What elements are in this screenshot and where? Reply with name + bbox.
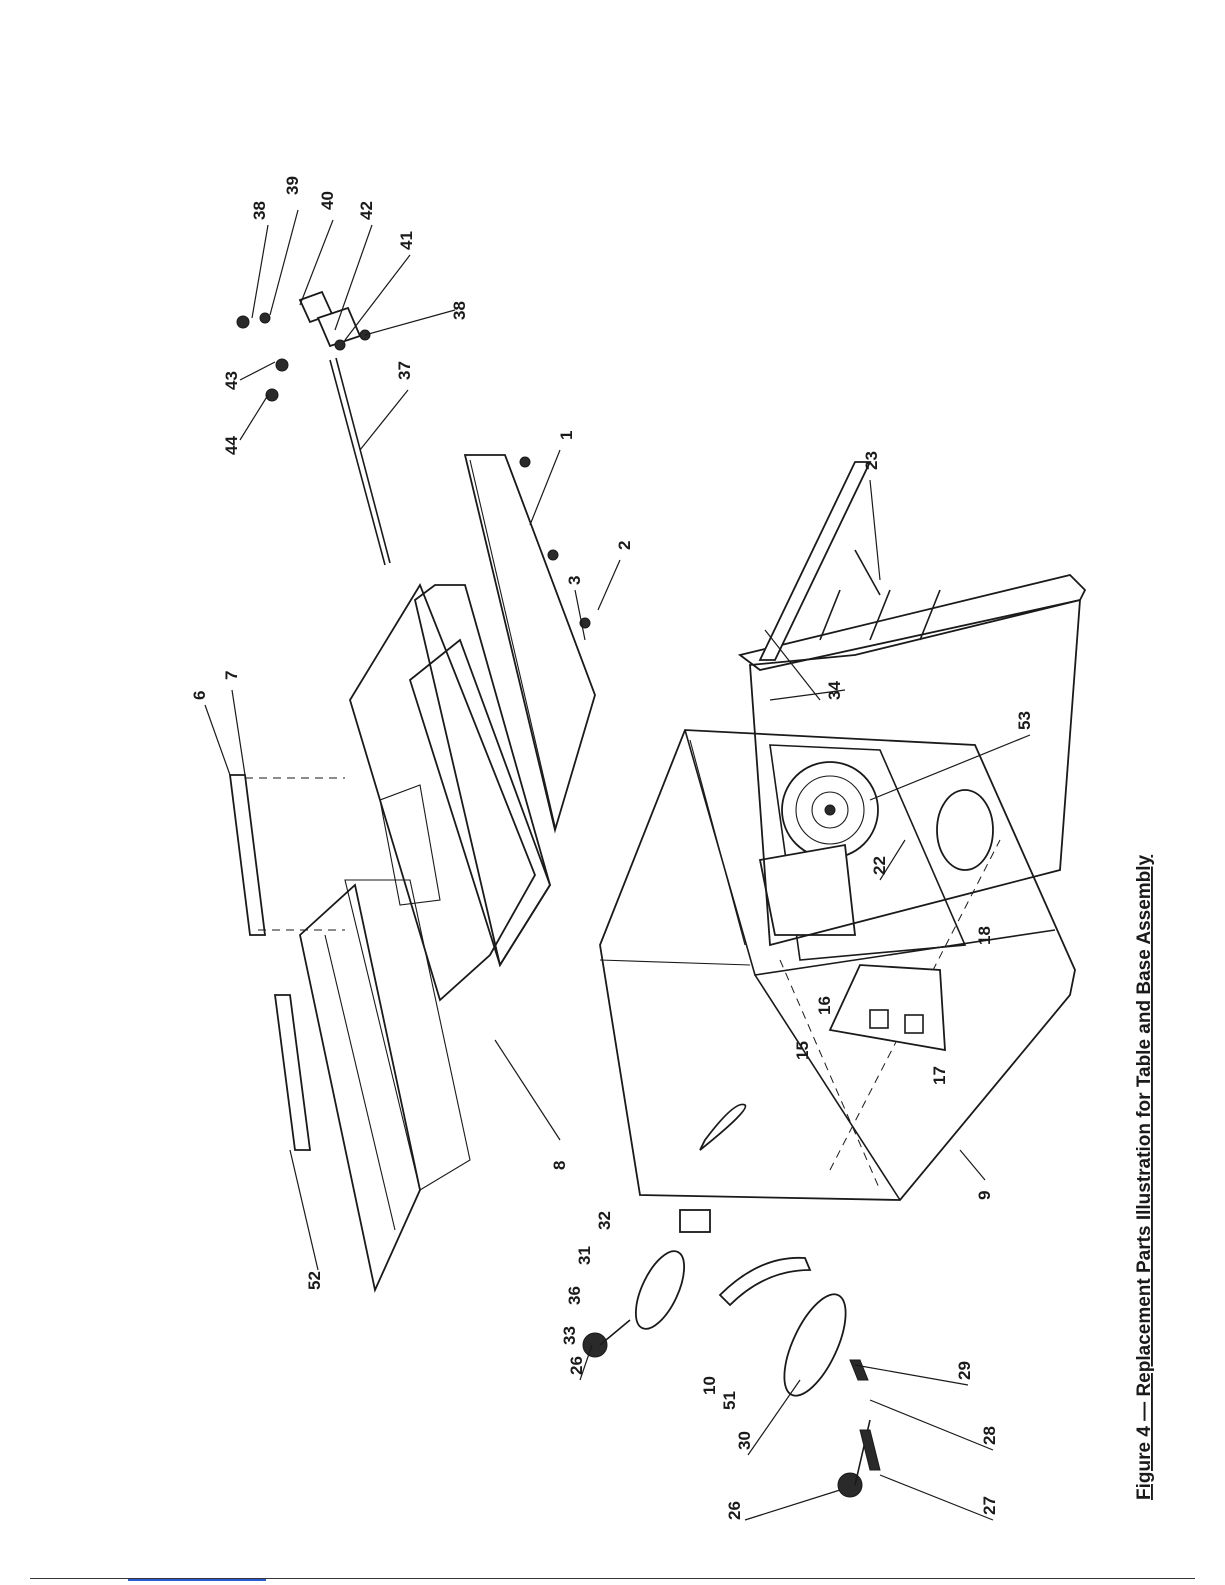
page-footer-link-underline — [128, 1579, 266, 1581]
base-cabinet-part-9 — [600, 730, 1075, 1200]
callout-30: 30 — [735, 1431, 754, 1450]
callout-44: 44 — [222, 436, 241, 455]
callout-15: 15 — [793, 1041, 812, 1060]
callout-27: 27 — [980, 1496, 999, 1515]
callout-23: 23 — [862, 451, 881, 470]
callout-28: 28 — [980, 1426, 999, 1445]
callout-10: 10 — [700, 1376, 719, 1395]
callout-9: 9 — [975, 1191, 994, 1200]
callout-53: 53 — [1015, 711, 1034, 730]
callout-37: 37 — [395, 361, 414, 380]
callout-42: 42 — [357, 201, 376, 220]
callout-1: 1 — [557, 431, 576, 440]
callout-52: 52 — [305, 1271, 324, 1290]
tilt-mechanism — [583, 1210, 880, 1497]
callout-8: 8 — [550, 1161, 569, 1170]
callout-29: 29 — [955, 1361, 974, 1380]
callout-41: 41 — [397, 231, 416, 250]
callout-26b: 26 — [725, 1501, 744, 1520]
callout-16: 16 — [815, 996, 834, 1015]
callout-17: 17 — [930, 1066, 949, 1085]
callout-31: 31 — [575, 1246, 594, 1265]
callout-32: 32 — [595, 1211, 614, 1230]
callout-33: 33 — [560, 1326, 579, 1345]
callout-3: 3 — [565, 576, 584, 585]
callout-40: 40 — [318, 191, 337, 210]
figure-caption: Figure 4 — Replacement Parts Illustratio… — [1134, 854, 1155, 1500]
callout-7: 7 — [222, 671, 241, 680]
rail-bars — [230, 775, 345, 1150]
callout-22: 22 — [870, 856, 889, 875]
hinge-assembly — [237, 292, 390, 565]
table-panel-part-8 — [300, 585, 550, 1290]
callout-51: 51 — [720, 1391, 739, 1410]
callout-36: 36 — [565, 1286, 584, 1305]
callout-6: 6 — [190, 691, 209, 700]
callout-18: 18 — [975, 926, 994, 945]
callout-2: 2 — [615, 541, 634, 550]
callout-39: 39 — [283, 176, 302, 195]
callout-38a: 38 — [250, 201, 269, 220]
callout-43: 43 — [222, 371, 241, 390]
